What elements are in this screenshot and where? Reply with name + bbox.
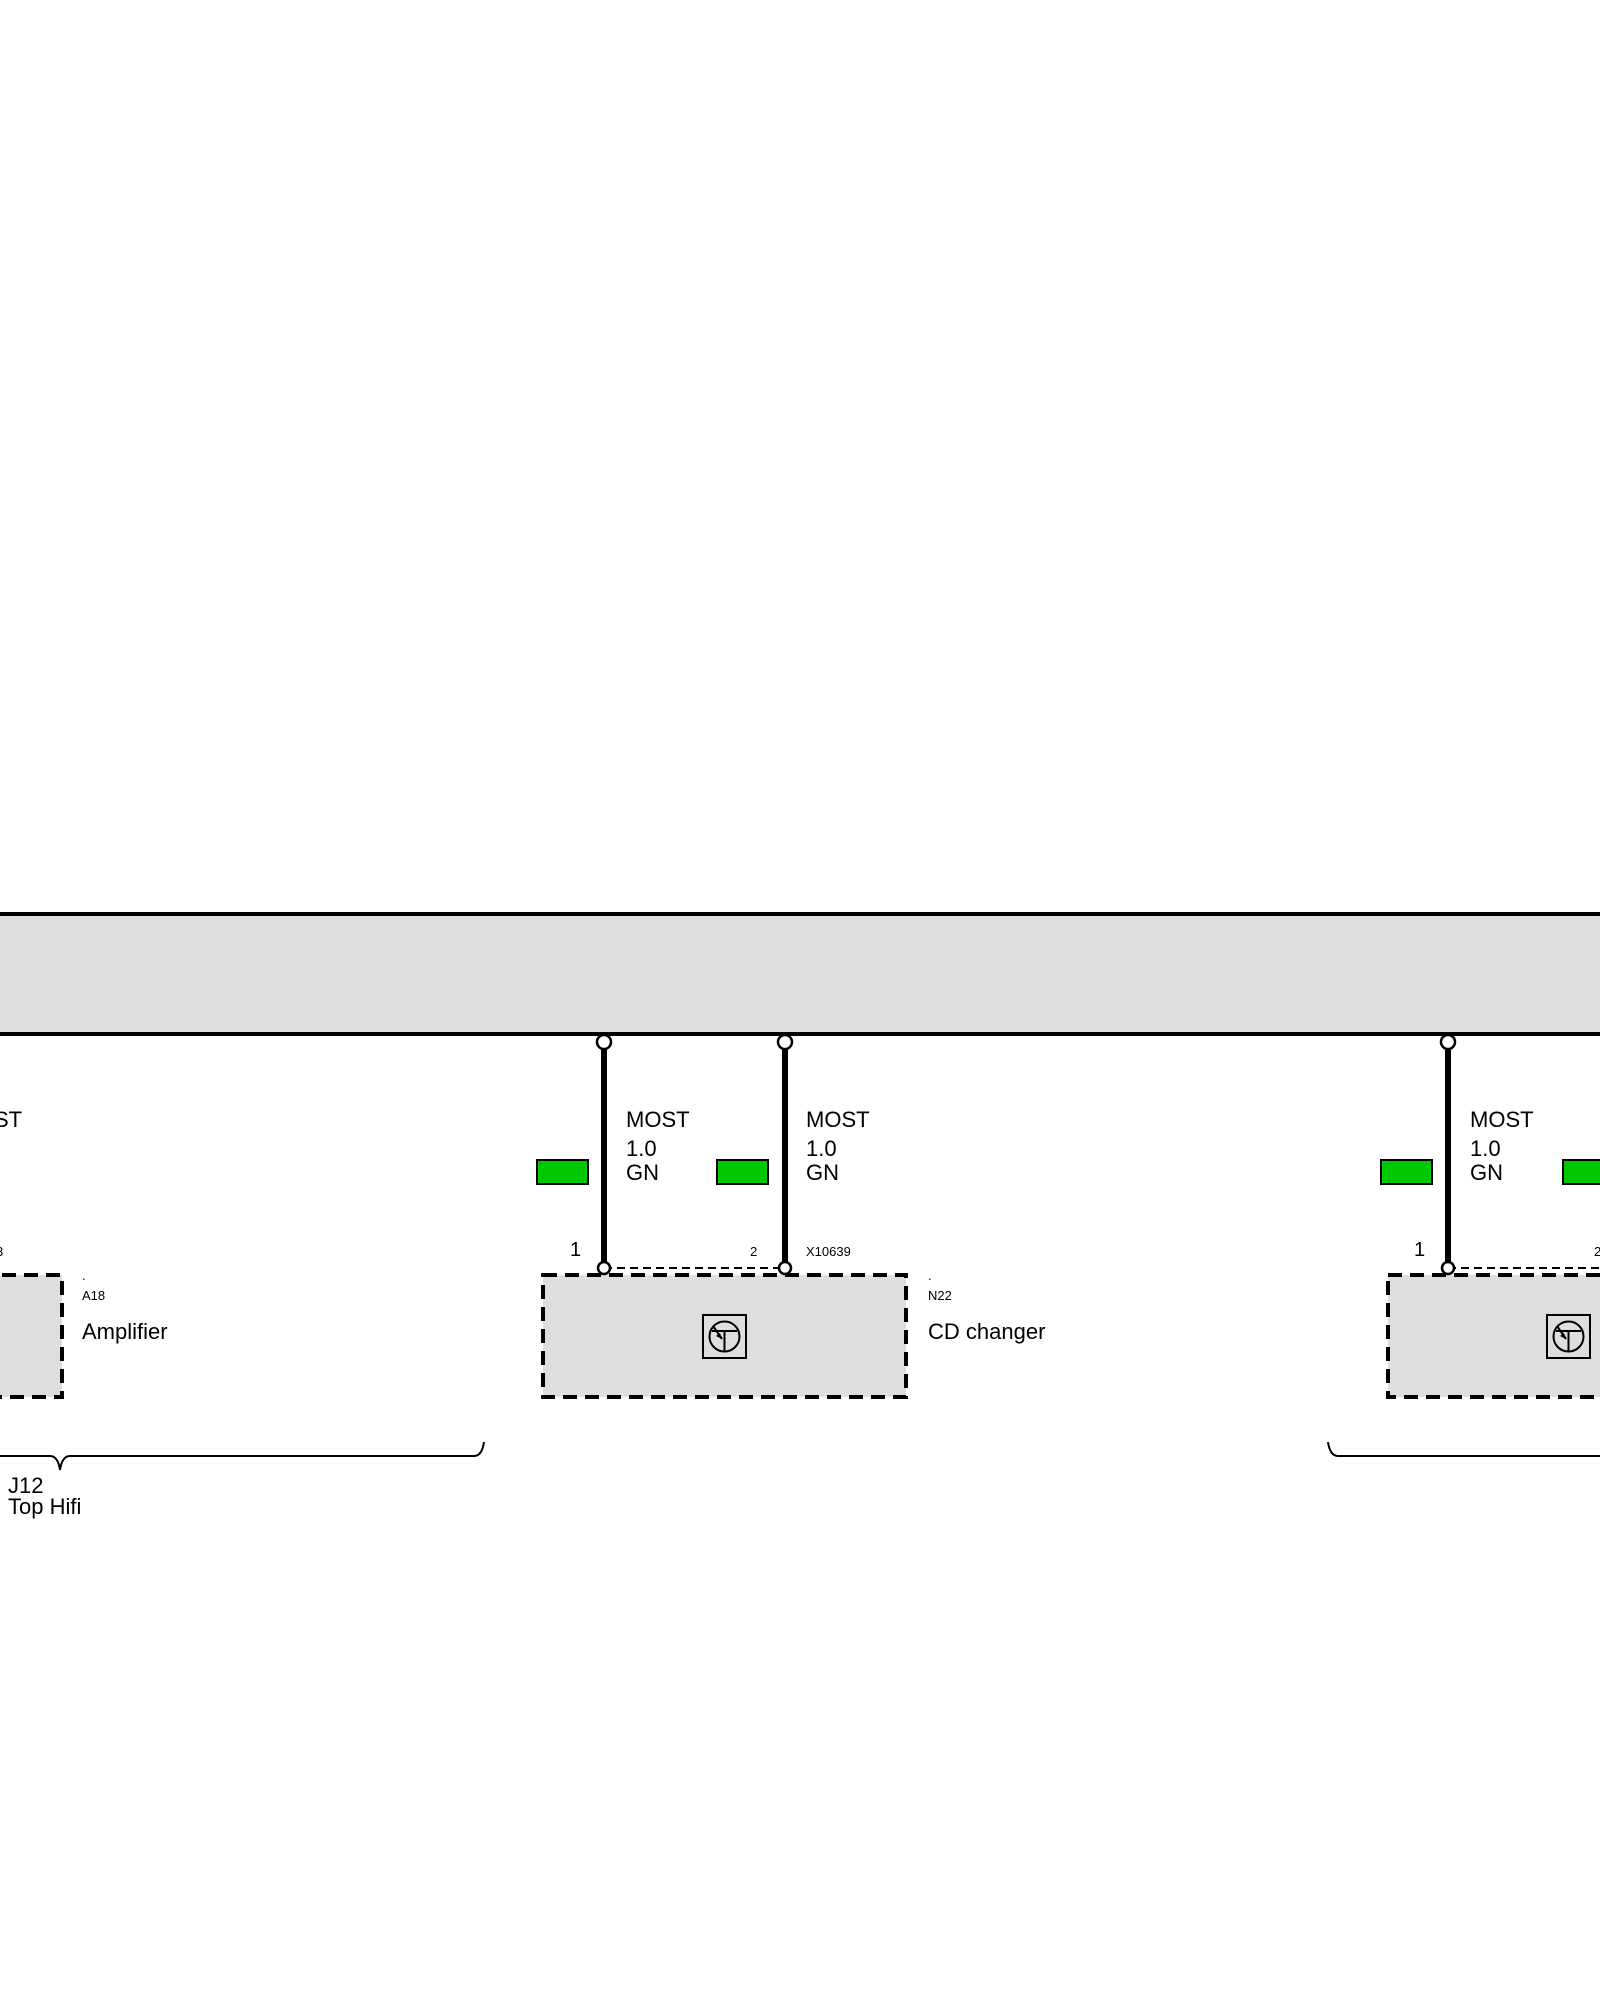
component-code: A18 bbox=[82, 1288, 105, 1303]
group-brace bbox=[1327, 1441, 1600, 1457]
wire-color-label: GN bbox=[626, 1160, 659, 1185]
pin-terminal bbox=[596, 1260, 612, 1276]
splice-node bbox=[595, 1033, 613, 1051]
connector-pin-label: 2 bbox=[750, 1244, 757, 1259]
splice-node bbox=[1439, 1033, 1457, 1051]
connector-pin-label: 3 bbox=[0, 1244, 3, 1259]
transistor-icon bbox=[702, 1314, 747, 1359]
component-code: N22 bbox=[928, 1288, 952, 1303]
group-name: Top Hifi bbox=[8, 1494, 81, 1519]
splice-node bbox=[776, 1033, 794, 1051]
wire-size-label: 1.0 bbox=[806, 1136, 837, 1161]
component-dot: . bbox=[928, 1268, 932, 1283]
wire-label-left: ST bbox=[0, 1107, 22, 1132]
group-code: J12 bbox=[8, 1473, 43, 1498]
component-name: CD changer bbox=[928, 1319, 1045, 1344]
connector-pin-label: 1 bbox=[570, 1239, 581, 1261]
connector-name: X10639 bbox=[806, 1244, 851, 1259]
wire-size-label: 1.0 bbox=[1470, 1136, 1501, 1161]
wire-color-tag bbox=[536, 1159, 589, 1185]
amplifier-box bbox=[0, 1273, 64, 1399]
connector-pin-label: 2 bbox=[1594, 1244, 1600, 1259]
wire-type-label: MOST bbox=[626, 1107, 690, 1132]
group-brace bbox=[0, 1441, 485, 1471]
wire-size-label: 1.0 bbox=[626, 1136, 657, 1161]
wire-type-label: MOST bbox=[1470, 1107, 1534, 1132]
pin-terminal bbox=[777, 1260, 793, 1276]
connector-pin-label: 1 bbox=[1414, 1239, 1425, 1261]
component-name: Amplifier bbox=[82, 1319, 168, 1344]
most-bus-bar bbox=[0, 912, 1600, 1036]
wire-color-label: GN bbox=[806, 1160, 839, 1185]
wire-type-label: MOST bbox=[806, 1107, 870, 1132]
wire-color-label: GN bbox=[1470, 1160, 1503, 1185]
wire-color-tag bbox=[1380, 1159, 1433, 1185]
wire-color-tag bbox=[716, 1159, 769, 1185]
component-dot: . bbox=[82, 1268, 86, 1283]
wire-color-tag bbox=[1562, 1159, 1600, 1185]
transistor-icon bbox=[1546, 1314, 1591, 1359]
pin-terminal bbox=[1440, 1260, 1456, 1276]
